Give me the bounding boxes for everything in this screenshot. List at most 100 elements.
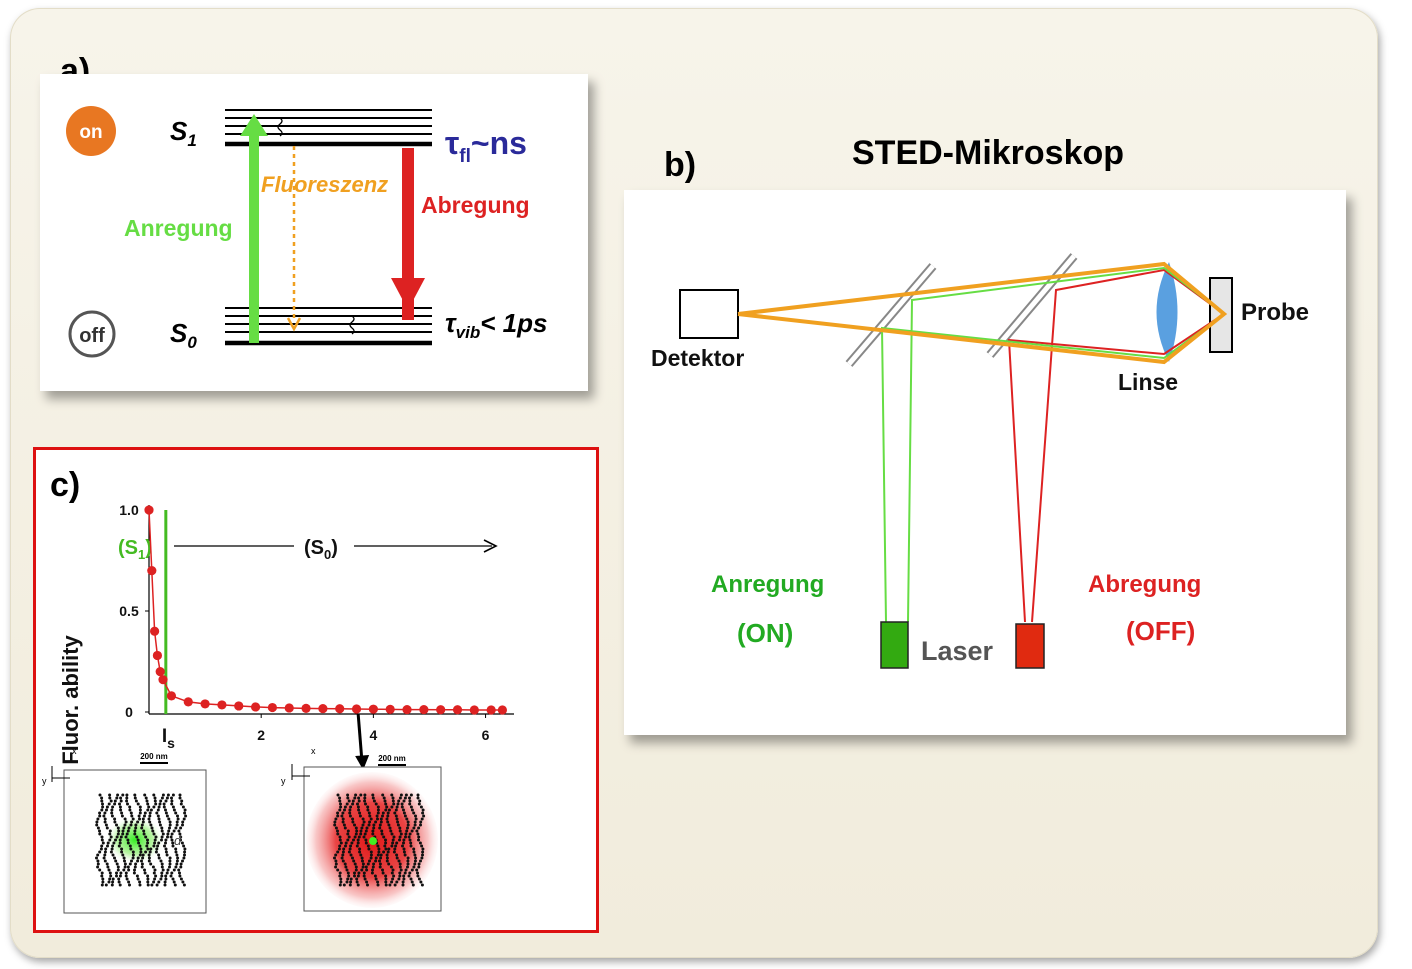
molecule-dot (390, 844, 394, 848)
molecule-dot (119, 796, 123, 800)
molecule-dot (422, 814, 426, 818)
molecule-dot (98, 850, 102, 854)
molecule-dot (181, 823, 184, 827)
molecule-dot (413, 859, 417, 863)
molecule-dot (159, 799, 163, 803)
excitation-arrow (240, 114, 268, 343)
molecule-dot (361, 859, 364, 863)
molecule-dot (119, 871, 123, 875)
molecule-dot (100, 883, 104, 887)
molecule-dot (111, 844, 115, 848)
molecule-dot (115, 823, 118, 827)
molecule-dot (400, 802, 404, 806)
molecule-dot (384, 877, 388, 881)
molecule-dot (398, 865, 402, 869)
molecule-dot (393, 811, 397, 815)
molecule-dot (163, 844, 166, 848)
molecule-dot (387, 847, 391, 851)
molecule-dot (390, 805, 394, 809)
data-point (436, 705, 446, 715)
molecule-dot (368, 859, 371, 863)
molecule-dot (415, 829, 419, 833)
molecule-dot (170, 871, 174, 875)
molecule-dot (402, 799, 406, 803)
s0-levels (225, 307, 432, 346)
molecule-dot (339, 802, 342, 806)
molecule-dot (342, 883, 346, 887)
s0-label: S0 (170, 318, 197, 352)
molecule-dot (171, 877, 175, 881)
molecule-dot (98, 811, 102, 815)
data-point (152, 650, 163, 661)
molecule-dot (349, 880, 353, 884)
molecule-dot (152, 805, 156, 809)
molecule-dot (406, 862, 410, 866)
molecule-dot (401, 844, 404, 848)
molecule-dot (384, 847, 388, 851)
molecule-dot (356, 802, 359, 806)
data-point (183, 697, 193, 707)
molecule-dot (101, 805, 105, 809)
molecule-dot (398, 838, 401, 842)
molecule-dot (394, 844, 398, 848)
molecule-dot (421, 850, 425, 854)
molecule-dot (98, 829, 101, 833)
molecule-dot (406, 856, 410, 860)
molecule-dot (347, 874, 351, 878)
molecule-dot (349, 853, 353, 857)
molecule-dot (354, 868, 358, 872)
molecule-dot (154, 802, 158, 806)
molecule-dot (355, 877, 359, 881)
molecule-dot (361, 817, 365, 821)
molecule-dot (399, 832, 403, 836)
molecule-dot (181, 880, 185, 884)
molecule-dot (358, 811, 362, 815)
anregung-label-b: Anregung (711, 571, 824, 598)
molecule-dot (171, 805, 175, 809)
molecule-dot (349, 844, 353, 848)
molecule-dot (109, 835, 113, 839)
molecule-dot (146, 874, 150, 878)
molecule-dot (172, 808, 176, 812)
molecule-dot (377, 847, 381, 851)
molecule-dot (179, 865, 183, 869)
molecule-dot (184, 814, 188, 818)
molecule-dot (402, 838, 406, 842)
molecule-dot (111, 853, 115, 857)
molecule-dot (354, 826, 358, 830)
molecule-dot (365, 880, 369, 884)
molecule-dot (98, 814, 102, 818)
molecule-dot (371, 793, 375, 797)
molecule-dot (401, 880, 405, 884)
molecule-dot (348, 847, 352, 851)
molecule-dot (124, 874, 128, 878)
molecule-dot (160, 796, 164, 800)
molecule-dot (372, 826, 376, 830)
molecule-dot (134, 826, 138, 830)
molecule-dot (416, 874, 420, 878)
molecule-dot (168, 823, 172, 827)
s0-arrowhead (483, 539, 498, 553)
detektor-label: Detektor (651, 345, 744, 371)
molecule-dot (408, 799, 412, 803)
molecule-dot (133, 865, 137, 869)
dichroic-mirror-2 (986, 253, 1078, 358)
y-tick-label: 0 (125, 704, 133, 720)
molecule-dot (155, 847, 159, 851)
molecule-dot (127, 880, 131, 884)
molecule-dot (157, 841, 161, 845)
molecule-dot (128, 862, 132, 866)
molecule-dot (358, 814, 362, 818)
molecule-dot (164, 838, 168, 842)
abregung-label-a: Abregung (421, 192, 530, 218)
molecule-dot (182, 817, 186, 821)
molecule-dot (417, 826, 421, 830)
molecule-dot (389, 829, 393, 833)
molecule-dot (412, 826, 416, 830)
scale-bar-1-label: 200 nm (140, 752, 168, 761)
molecule-dot (183, 811, 187, 815)
molecule-dot (156, 808, 160, 812)
molecule-dot (130, 814, 134, 818)
abregung-label-b: Abregung (1088, 571, 1201, 598)
chart-background (98, 488, 524, 760)
